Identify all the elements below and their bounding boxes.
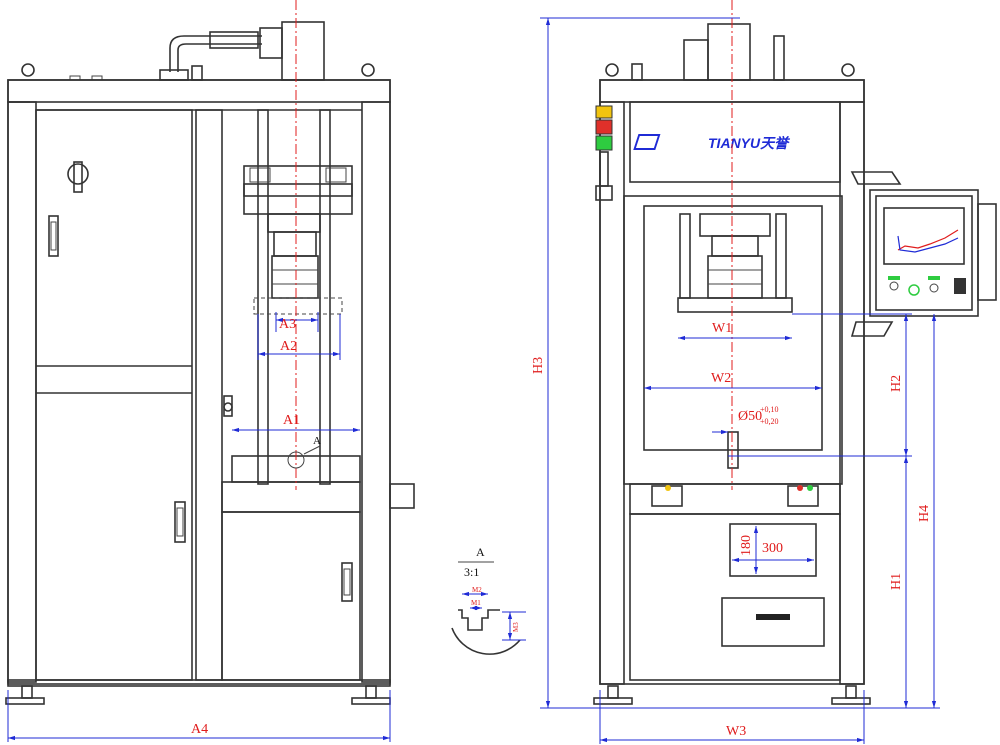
dim-a4-label: A4 — [191, 722, 208, 737]
dim-h4-label: H4 — [917, 505, 932, 522]
dim-w2-label: W2 — [711, 371, 731, 386]
side-box — [389, 483, 415, 509]
leveling-foot-icon — [351, 685, 391, 705]
front-view: TIANYU天誉 — [531, 0, 997, 744]
dim-bore-tol-lower: +0,20 — [760, 417, 779, 426]
leveling-foot-icon — [593, 685, 633, 705]
indicator-box — [787, 485, 819, 507]
dim-bore-tol-upper: +0,10 — [760, 405, 779, 414]
knob-icon — [929, 283, 939, 293]
dim-w3-label: W3 — [726, 724, 746, 739]
detail-m3: M3 — [512, 622, 520, 632]
dim-h1-label: H1 — [889, 573, 904, 590]
leveling-foot-icon — [5, 685, 45, 705]
hydraulic-cylinder-top — [159, 21, 325, 81]
access-opening — [729, 523, 817, 577]
dim-180-label: 180 — [739, 535, 754, 556]
side-view: A A3 A2 A1 A4 — [5, 0, 415, 742]
dim-bore-label: Ø50 — [738, 409, 762, 424]
control-panel — [850, 171, 997, 337]
drawer-handle-icon — [756, 614, 790, 620]
door-handle-icon — [48, 215, 59, 257]
brand-logo: TIANYU天誉 — [633, 134, 790, 151]
hmi-screen — [883, 207, 965, 265]
detail-title: A — [476, 545, 485, 559]
detail-m1: M1 — [471, 599, 481, 607]
start-button-icon — [908, 284, 920, 296]
lifting-eye-icon — [21, 63, 35, 77]
valve-icon — [223, 395, 233, 417]
dim-h3-label: H3 — [531, 357, 546, 374]
door-handle-icon — [341, 562, 353, 602]
brand-name: TIANYU天誉 — [708, 135, 790, 151]
detail-a: A 3:1 M2 M1 M3 — [451, 545, 526, 655]
detail-marker — [287, 451, 305, 469]
dim-a2-label: A2 — [280, 339, 297, 354]
lifting-eye-icon — [841, 63, 855, 77]
detail-marker-label: A — [313, 435, 321, 447]
dim-w1-label: W1 — [712, 321, 732, 336]
dim-a3-label: A3 — [279, 317, 296, 332]
press-ram — [677, 213, 793, 469]
dim-a1-label: A1 — [283, 413, 300, 428]
dim-h2-label: H2 — [889, 375, 904, 392]
detail-scale: 3:1 — [464, 565, 479, 579]
signal-tower — [595, 105, 613, 201]
lifting-eye-icon — [605, 63, 619, 77]
hydraulic-cylinder-top — [707, 23, 751, 81]
button-icon — [889, 281, 899, 291]
dim-300-label: 300 — [762, 541, 783, 556]
drawer — [721, 597, 825, 647]
lifting-eye-icon — [361, 63, 375, 77]
selector-knob-icon — [67, 161, 89, 193]
detail-m2: M2 — [472, 586, 482, 594]
leveling-foot-icon — [831, 685, 871, 705]
door-handle-icon — [174, 501, 186, 543]
press-columns — [231, 109, 361, 485]
brand-logo-icon — [633, 134, 661, 150]
cabinet-frame — [7, 79, 391, 687]
